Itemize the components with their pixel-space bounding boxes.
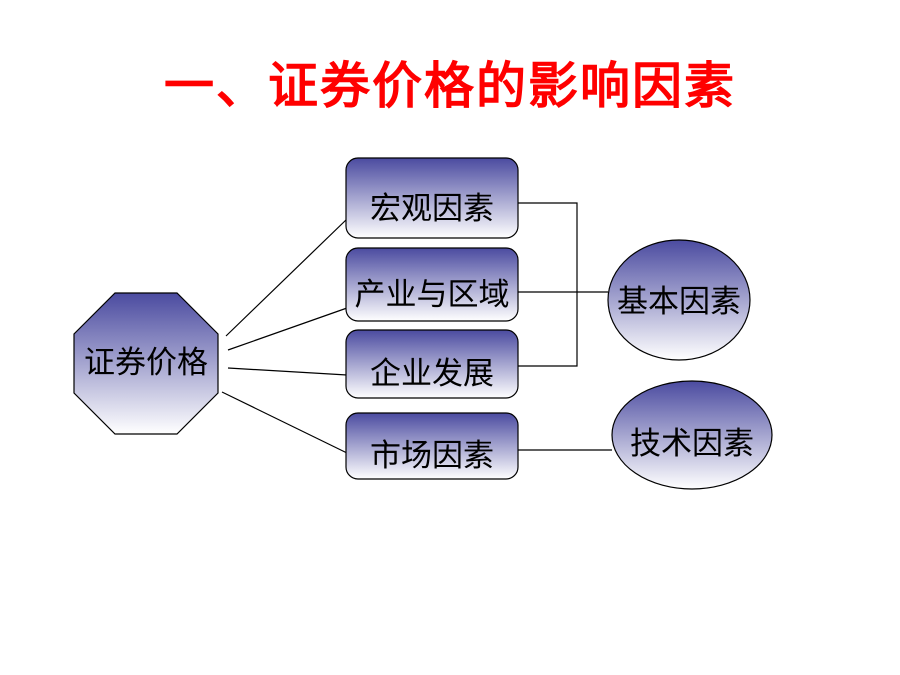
- factor-label: 企业发展: [370, 356, 494, 392]
- root-node: 证券价格: [73, 292, 219, 435]
- factor-box: [345, 329, 519, 399]
- connector-root-to-market: [221, 391, 348, 454]
- factor-node-enterprise: 企业发展: [345, 329, 519, 399]
- group-node-fundamental: 基本因素: [607, 239, 751, 361]
- fundamental-bracket: [518, 202, 578, 367]
- group-node-technical: 技术因素: [611, 380, 773, 490]
- group-label: 基本因素: [617, 284, 741, 320]
- page-title: 一、证券价格的影响因素: [164, 57, 736, 115]
- connector-lines: [221, 202, 612, 454]
- factor-label: 宏观因素: [370, 191, 494, 227]
- factor-label: 市场因素: [370, 438, 494, 474]
- factor-node-market: 市场因素: [345, 412, 519, 480]
- factor-box: [345, 157, 519, 239]
- factor-box: [345, 247, 519, 322]
- root-octagon: [73, 292, 219, 435]
- factor-node-industry: 产业与区域: [345, 247, 519, 322]
- group-ellipse: [611, 380, 773, 490]
- connector-root-to-enterprise: [227, 367, 348, 376]
- group-label: 技术因素: [630, 426, 754, 462]
- factor-node-macro: 宏观因素: [345, 157, 519, 239]
- connector-root-to-macro: [225, 218, 348, 337]
- factor-label: 产业与区域: [355, 277, 510, 313]
- connector-root-to-industry: [227, 307, 348, 351]
- factor-box: [345, 412, 519, 480]
- group-ellipse: [607, 239, 751, 361]
- root-label: 证券价格: [84, 345, 208, 381]
